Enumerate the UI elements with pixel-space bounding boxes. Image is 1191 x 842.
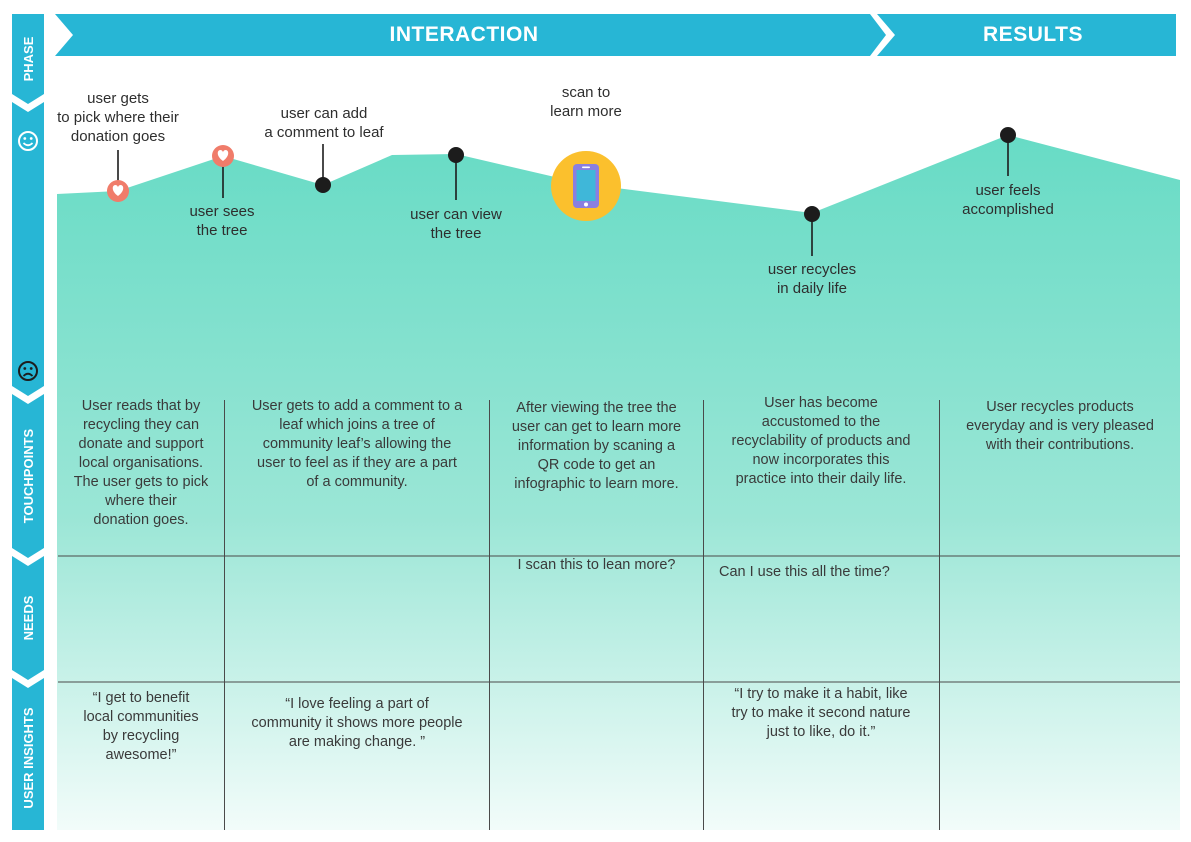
grid-lines: [58, 400, 1180, 830]
heart-marker-1: [107, 180, 129, 202]
need-cell-3: I scan this to lean more?: [517, 557, 676, 573]
insight-cell-2: “I love feeling a part of community it s…: [251, 696, 463, 750]
sad-face-icon: [18, 361, 38, 381]
touchpoint-cell-4: User has become accustomed to the recycl…: [731, 395, 911, 487]
heart-marker-2: [212, 145, 234, 167]
needs-side-band: [12, 556, 44, 680]
touchpoint-cell-1: User reads that by recycling they can do…: [73, 398, 209, 528]
needs-side-label: NEEDS: [21, 595, 36, 640]
insight-cell-1: “I get to benefit local communities by r…: [83, 690, 199, 763]
phase-side-band: [12, 14, 44, 104]
emotion-curve-area: [57, 135, 1180, 830]
smiley-face-icon: [18, 131, 38, 151]
heart-icon: [217, 150, 229, 161]
results-banner: [877, 14, 1176, 56]
need-cell-4: Can I use this all the time?: [719, 564, 890, 580]
dot-marker-view: [448, 147, 464, 163]
interaction-banner-label: INTERACTION: [390, 23, 539, 46]
insights-side-label: USER INSIGHTS: [21, 707, 36, 808]
phone-marker: [551, 151, 621, 221]
connector-lines: [117, 141, 1009, 256]
interaction-banner: [55, 14, 886, 56]
dot-marker-recycle: [804, 206, 820, 222]
dot-marker-comment: [315, 177, 331, 193]
heart-icon: [112, 185, 124, 196]
phone-icon: [573, 164, 599, 208]
touchpoint-cell-3: After viewing the tree the user can get …: [511, 400, 682, 492]
insights-side-band: [12, 678, 44, 830]
results-banner-label: RESULTS: [983, 23, 1083, 46]
insight-cell-4: “I try to make it a habit, like try to m…: [731, 686, 911, 740]
dot-marker-accomplished: [1000, 127, 1016, 143]
touchpoints-side-label: TOUCHPOINTS: [21, 428, 36, 523]
touchpoint-cell-2: User gets to add a comment to a leaf whi…: [251, 398, 463, 490]
touchpoint-cell-5: User recycles products everyday and is v…: [966, 399, 1154, 453]
phase-side-label: PHASE: [21, 36, 36, 81]
touchpoints-side-band: [12, 394, 44, 558]
emotion-side-band: [12, 102, 44, 396]
